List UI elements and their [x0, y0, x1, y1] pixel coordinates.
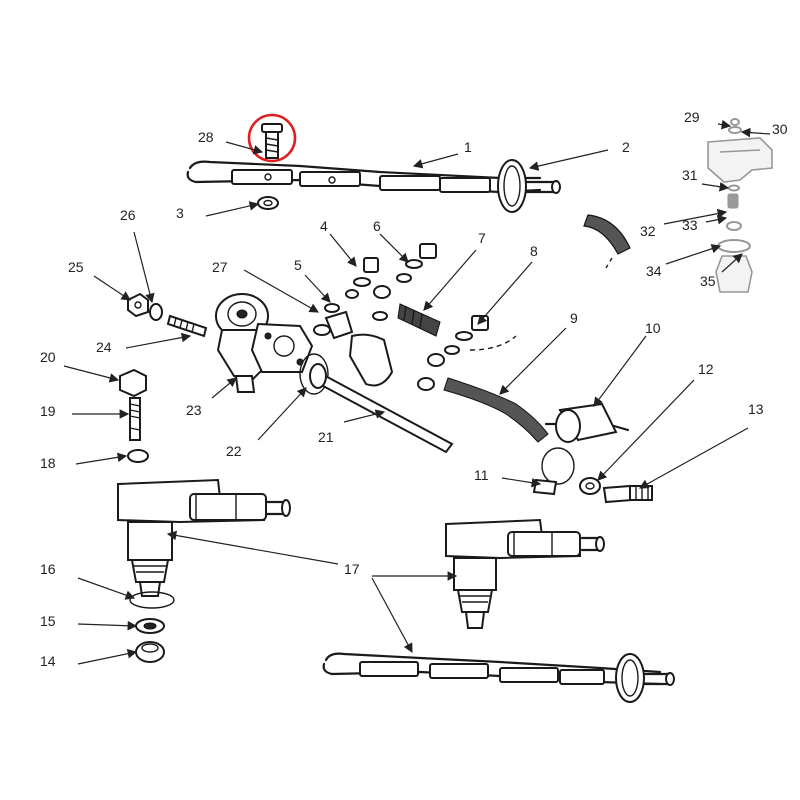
- label-24: 24: [96, 339, 112, 355]
- oring-16: [129, 591, 175, 609]
- cap-14: [135, 641, 165, 663]
- leader-lines: [63, 119, 771, 665]
- label-17: 17: [344, 561, 360, 577]
- nut-20: [119, 368, 147, 398]
- label-23: 23: [186, 402, 202, 418]
- label-31: 31: [682, 167, 698, 183]
- hose-segment: [583, 214, 631, 255]
- label-34: 34: [646, 263, 662, 279]
- top-fuel-rail: [186, 159, 561, 213]
- label-35: 35: [700, 273, 716, 289]
- label-20: 20: [40, 349, 56, 365]
- label-4: 4: [320, 218, 328, 234]
- screw-28: [261, 123, 283, 159]
- label-27: 27: [212, 259, 228, 275]
- filter-cartridge: [348, 333, 394, 387]
- label-18: 18: [40, 455, 56, 471]
- label-26: 26: [120, 207, 136, 223]
- hose-barb-13: [602, 484, 653, 504]
- label-14: 14: [40, 653, 56, 669]
- nut-25: [127, 292, 149, 318]
- label-1: 1: [464, 139, 472, 155]
- label-8: 8: [530, 243, 538, 259]
- label-21: 21: [318, 429, 334, 445]
- gasket-22: [299, 353, 329, 395]
- washer-3: [257, 196, 279, 210]
- label-33: 33: [682, 217, 698, 233]
- label-11: 11: [474, 467, 489, 483]
- label-30: 30: [772, 121, 788, 137]
- label-29: 29: [684, 109, 700, 125]
- injector-right: [445, 518, 605, 629]
- hose-7: [397, 303, 441, 337]
- washer-5: [313, 303, 354, 340]
- label-25: 25: [68, 259, 84, 275]
- label-3: 3: [176, 205, 184, 221]
- label-6: 6: [373, 218, 381, 234]
- label-16: 16: [40, 561, 56, 577]
- stud-24: [166, 314, 208, 338]
- label-32: 32: [640, 223, 656, 239]
- label-10: 10: [645, 320, 661, 336]
- clamp-11: [532, 447, 575, 496]
- washer-26: [149, 303, 163, 321]
- label-9: 9: [570, 310, 578, 326]
- label-28: 28: [198, 129, 214, 145]
- callout-labels: 1 2 3 4 5 6 7 8 9 10 11 12 13 14 15 16 1…: [40, 109, 788, 669]
- label-12: 12: [698, 361, 714, 377]
- dashed-line: [469, 335, 517, 351]
- stud-19: [129, 397, 141, 441]
- bolt-4: [345, 257, 379, 299]
- label-7: 7: [478, 230, 486, 246]
- label-13: 13: [748, 401, 764, 417]
- pressure-regulator-assembly: [707, 118, 773, 293]
- washer-18: [127, 449, 149, 463]
- label-15: 15: [40, 613, 56, 629]
- fuel-filter-10: [544, 402, 630, 443]
- nut-12: [579, 477, 601, 495]
- highlight-circle: [247, 113, 297, 163]
- label-22: 22: [226, 443, 242, 459]
- label-2: 2: [622, 139, 630, 155]
- bolt-6: [372, 243, 437, 321]
- label-5: 5: [294, 257, 302, 273]
- injector-left: [117, 478, 291, 597]
- fuel-pump-23: [215, 293, 314, 393]
- label-19: 19: [40, 403, 56, 419]
- hose-9: [417, 353, 549, 443]
- bolt-8: [444, 315, 489, 355]
- bottom-fuel-rail: [322, 652, 675, 703]
